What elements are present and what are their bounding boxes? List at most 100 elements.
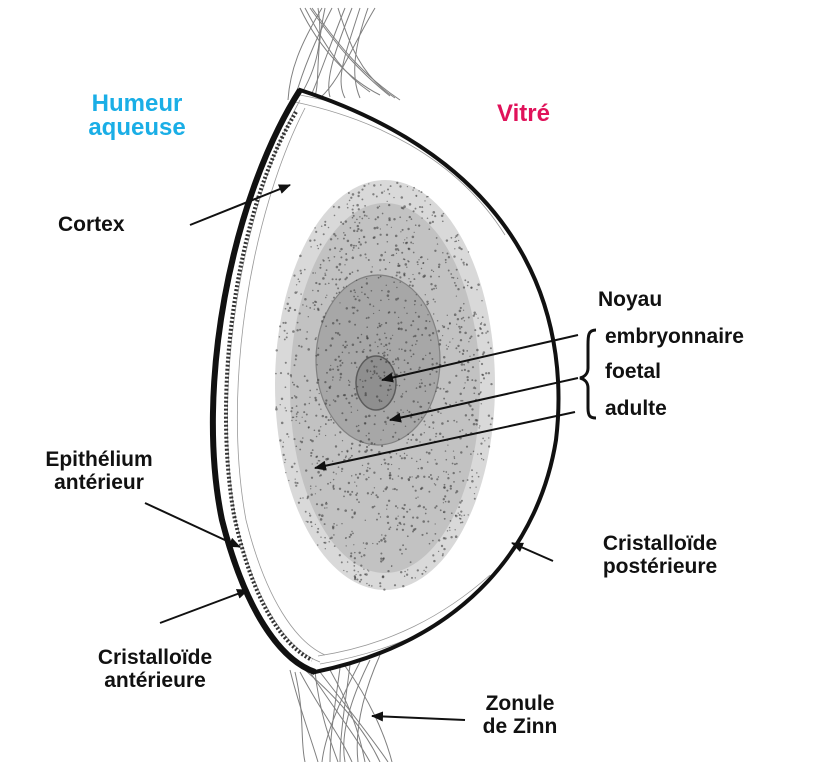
stipple-dot: [404, 359, 406, 361]
stipple-dot: [458, 247, 461, 250]
stipple-dot: [297, 386, 299, 388]
stipple-dot: [434, 250, 436, 252]
stipple-dot: [405, 426, 406, 427]
stipple-dot: [466, 350, 468, 352]
stipple-dot: [399, 216, 401, 218]
stipple-dot: [437, 243, 438, 244]
stipple-dot: [443, 398, 445, 400]
stipple-dot: [398, 317, 399, 318]
stipple-dot: [409, 284, 411, 286]
stipple-dot: [383, 354, 385, 356]
stipple-dot: [307, 497, 309, 499]
stipple-dot: [463, 388, 465, 390]
stipple-dot: [407, 362, 409, 364]
stipple-dot: [379, 234, 381, 236]
stipple-dot: [310, 485, 312, 487]
stipple-dot: [312, 290, 313, 291]
stipple-dot: [303, 411, 305, 413]
stipple-dot: [368, 415, 371, 418]
stipple-dot: [458, 513, 459, 514]
stipple-dot: [425, 566, 427, 568]
stipple-dot: [315, 399, 318, 402]
stipple-dot: [419, 206, 421, 208]
stipple-dot: [354, 557, 356, 559]
stipple-dot: [373, 184, 375, 186]
stipple-dot: [354, 575, 356, 577]
stipple-dot: [453, 277, 455, 279]
stipple-dot: [334, 400, 336, 402]
stipple-dot: [275, 373, 277, 375]
stipple-dot: [318, 429, 320, 431]
stipple-dot: [305, 469, 307, 471]
stipple-dot: [353, 544, 354, 545]
stipple-dot: [327, 483, 329, 485]
epithelium-line2: antérieur: [14, 471, 184, 494]
stipple-dot: [339, 251, 340, 252]
stipple-dot: [354, 552, 355, 553]
stipple-dot: [299, 449, 301, 451]
stipple-dot: [446, 459, 448, 461]
stipple-dot: [403, 274, 405, 276]
cristalloide-posterieure-line2: postérieure: [565, 555, 755, 578]
stipple-dot: [357, 225, 359, 227]
stipple-dot: [293, 417, 294, 418]
stipple-dot: [417, 475, 420, 478]
stipple-dot: [379, 582, 381, 584]
stipple-dot: [332, 278, 334, 280]
cristalloide-anterieure-label: Cristalloïde antérieure: [60, 646, 250, 692]
stipple-dot: [396, 253, 397, 254]
noyau-embryonnaire-label: embryonnaire: [605, 325, 744, 348]
stipple-dot: [348, 320, 350, 322]
stipple-dot: [425, 294, 426, 295]
stipple-dot: [375, 342, 376, 343]
stipple-dot: [366, 278, 367, 279]
stipple-dot: [474, 498, 476, 500]
stipple-dot: [295, 358, 297, 360]
stipple-dot: [322, 415, 324, 417]
stipple-dot: [371, 442, 373, 444]
stipple-dot: [285, 362, 287, 364]
stipple-dot: [458, 326, 460, 328]
stipple-dot: [294, 395, 296, 397]
stipple-dot: [364, 214, 366, 216]
stipple-dot: [415, 312, 416, 313]
stipple-dot: [368, 259, 370, 261]
stipple-dot: [476, 472, 478, 474]
stipple-dot: [316, 436, 318, 438]
stipple-dot: [348, 352, 350, 354]
stipple-dot: [404, 453, 405, 454]
stipple-dot: [306, 413, 308, 415]
stipple-dot: [464, 514, 466, 516]
stipple-dot: [490, 383, 492, 385]
stipple-dot: [403, 272, 405, 274]
stipple-dot: [356, 230, 358, 232]
stipple-dot: [399, 348, 400, 349]
stipple-dot: [369, 344, 371, 346]
stipple-dot: [333, 488, 335, 490]
stipple-dot: [364, 293, 366, 295]
stipple-dot: [453, 472, 455, 474]
stipple-dot: [418, 505, 421, 508]
stipple-dot: [281, 422, 284, 425]
noyau-foetal-label: foetal: [605, 360, 661, 383]
stipple-dot: [379, 206, 380, 207]
stipple-dot: [468, 341, 469, 342]
stipple-dot: [315, 272, 316, 273]
stipple-dot: [384, 375, 386, 377]
stipple-dot: [367, 337, 369, 339]
stipple-dot: [325, 548, 326, 549]
stipple-dot: [463, 303, 465, 305]
stipple-dot: [394, 401, 395, 402]
stipple-dot: [296, 413, 298, 415]
stipple-dot: [429, 373, 431, 375]
stipple-dot: [400, 523, 402, 525]
stipple-dot: [350, 555, 352, 557]
stipple-dot: [397, 412, 399, 414]
stipple-dot: [325, 402, 327, 404]
stipple-dot: [351, 448, 352, 449]
vitre-label: Vitré: [497, 102, 550, 126]
stipple-dot: [356, 204, 359, 207]
stipple-dot: [430, 283, 432, 285]
stipple-dot: [425, 391, 426, 392]
stipple-dot: [450, 273, 452, 275]
